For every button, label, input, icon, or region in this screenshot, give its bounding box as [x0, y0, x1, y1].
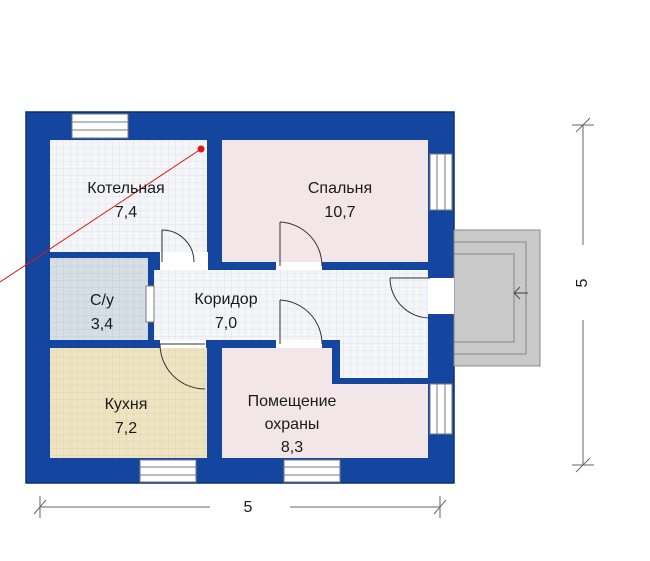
room-bathroom-floor	[50, 258, 148, 340]
doors	[145, 221, 454, 390]
room-kitchen-area: 7,2	[115, 420, 137, 437]
door-entrance	[389, 277, 454, 319]
room-bedroom-area: 10,7	[324, 204, 355, 221]
room-bathroom-name: С/у	[90, 292, 114, 309]
dimension-depth	[572, 117, 594, 473]
door-boiler	[160, 229, 208, 270]
dimension-width-label: 5	[244, 499, 253, 516]
dimension-depth-label: 5	[574, 278, 591, 287]
door-bathroom	[145, 285, 155, 323]
window-kitchen-bottom	[139, 459, 197, 483]
dimension-width	[33, 496, 447, 518]
window-guard-right	[429, 383, 453, 435]
marker-dot-icon	[197, 145, 205, 153]
window-guard-bottom	[283, 459, 341, 483]
room-kitchen-floor	[50, 348, 207, 458]
room-corridor-area: 7,0	[215, 315, 237, 332]
room-guard-name-line2: охраны	[265, 416, 320, 433]
door-bedroom	[276, 221, 323, 270]
room-boiler-floor	[50, 140, 207, 252]
door-kitchen	[159, 340, 206, 390]
room-guard-name-line1: Помещение	[248, 393, 337, 410]
windows	[71, 113, 453, 483]
room-guard-floor	[222, 348, 428, 458]
room-corridor-floor	[154, 270, 428, 378]
marker-line	[0, 145, 205, 283]
room-boiler-name: Котельная	[87, 180, 164, 197]
window-top-left	[71, 113, 129, 139]
window-bedroom-right	[429, 153, 453, 211]
room-corridor-name: Коридор	[194, 291, 257, 308]
room-bathroom-area: 3,4	[91, 316, 113, 333]
room-bedroom-floor	[222, 140, 428, 262]
room-guard-area: 8,3	[281, 439, 303, 456]
entrance-arrow-icon	[513, 286, 528, 300]
room-bedroom-name: Спальня	[308, 180, 372, 197]
entrance-porch	[453, 229, 541, 367]
room-kitchen-name: Кухня	[105, 396, 148, 413]
room-boiler-area: 7,4	[115, 204, 137, 221]
door-guard	[276, 299, 323, 348]
